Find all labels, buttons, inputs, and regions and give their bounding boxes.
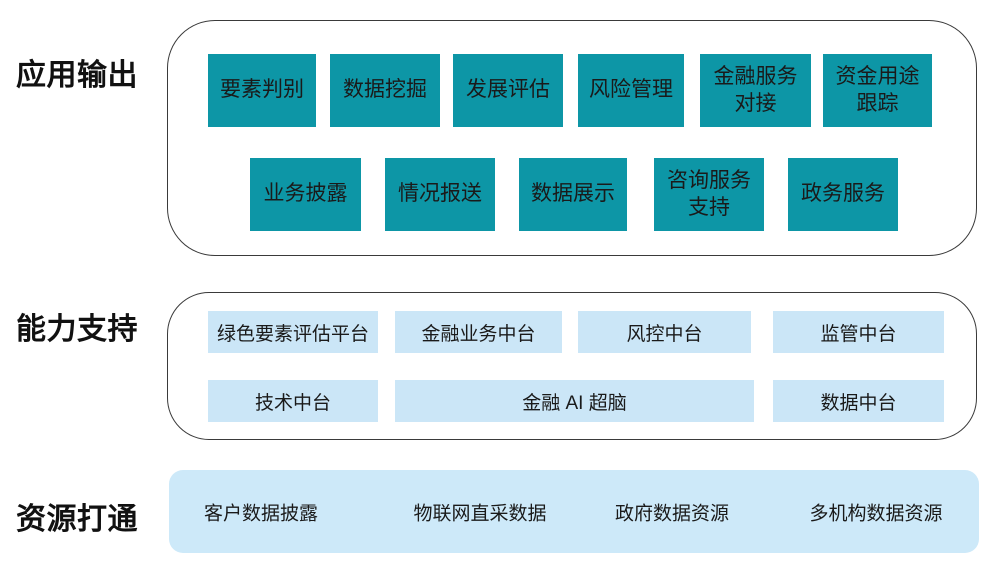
- cap-box-regulation: 监管中台: [773, 311, 944, 353]
- app-box-factor-identification: 要素判别: [208, 54, 316, 127]
- cap-box-financial-business: 金融业务中台: [395, 311, 562, 353]
- section-label-application-output: 应用输出: [16, 59, 138, 92]
- section-label-capability-support: 能力支持: [16, 313, 138, 346]
- app-box-government-service: 政务服务: [788, 158, 898, 231]
- resource-item-multi-org-data: 多机构数据资源: [809, 503, 943, 524]
- capability-support-container: 绿色要素评估平台 金融业务中台 风控中台 监管中台 技术中台 金融 AI 超脑 …: [167, 292, 977, 440]
- app-box-consulting-service-support: 咨询服务 支持: [654, 158, 764, 231]
- cap-box-technology: 技术中台: [208, 380, 378, 422]
- app-box-situation-reporting: 情况报送: [385, 158, 495, 231]
- resource-item-customer-data: 客户数据披露: [203, 503, 319, 524]
- app-box-fund-usage-tracking: 资金用途 跟踪: [823, 54, 932, 127]
- app-box-development-evaluation: 发展评估: [453, 54, 563, 127]
- section-label-resource-integration: 资源打通: [16, 503, 138, 536]
- app-box-risk-management: 风险管理: [578, 54, 684, 127]
- app-box-business-disclosure: 业务披露: [250, 158, 361, 231]
- cap-box-green-factor-platform: 绿色要素评估平台: [208, 311, 378, 353]
- application-output-container: 要素判别 数据挖掘 发展评估 风险管理 金融服务 对接 资金用途 跟踪 业务披露…: [167, 20, 977, 256]
- app-box-data-display: 数据展示: [519, 158, 627, 231]
- cap-box-data: 数据中台: [773, 380, 944, 422]
- app-box-financial-service-connect: 金融服务 对接: [700, 54, 811, 127]
- resource-item-government-data: 政府数据资源: [614, 503, 730, 524]
- cap-box-financial-ai-brain: 金融 AI 超脑: [395, 380, 754, 422]
- cap-box-risk-control: 风控中台: [578, 311, 751, 353]
- app-box-data-mining: 数据挖掘: [330, 54, 440, 127]
- resource-band: 客户数据披露 物联网直采数据 政府数据资源 多机构数据资源: [169, 470, 979, 553]
- resource-item-iot-data: 物联网直采数据: [413, 503, 547, 524]
